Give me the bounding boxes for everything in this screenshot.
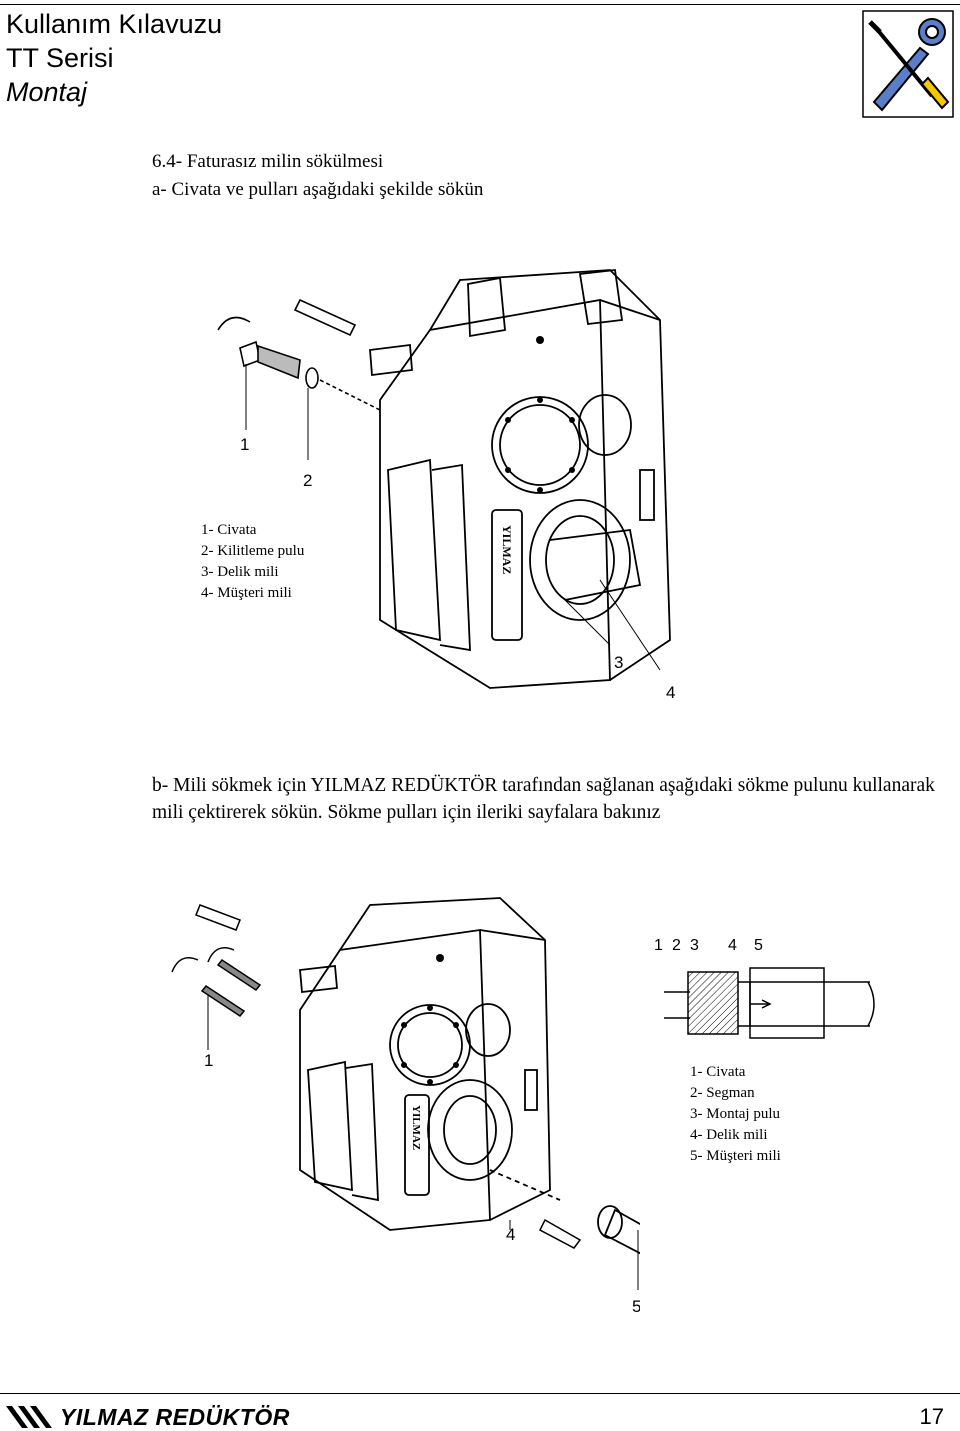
callout-2: 2 [672,937,681,954]
series-title: TT Serisi [6,43,114,73]
page-number: 17 [919,1404,944,1429]
figure1-legend: 1- Civata 2- Kilitleme pulu 3- Delik mil… [201,520,304,604]
brand-plate-label: YILMAZ [410,1105,422,1150]
legend2-item: 4- Delik mili [690,1127,768,1143]
footer-brand: YILMAZ REDÜKTÖR [60,1404,290,1430]
gearbox-bolt-removal-drawing: YILMAZ 1 2 3 4 [217,269,675,700]
legend2-item: 3- Montaj pulu [690,1106,780,1122]
legend1-item: 4- Müşteri mili [201,585,292,601]
legend2-item: 1- Civata [690,1064,746,1080]
tools-icon [862,10,954,118]
puller-section-detail-drawing: 1 2 3 4 5 [654,937,875,1039]
yilmaz-logo-icon [6,1406,52,1428]
section-heading: 6.4- Faturasız milin sökülmesi [152,151,384,172]
step-a-text: a- Civata ve pulları aşağıdaki şekilde s… [152,179,484,200]
manual-title: Kullanım Kılavuzu [6,9,223,39]
callout-4: 4 [506,1225,515,1244]
legend2-item: 5- Müşteri mili [690,1148,781,1164]
callout-3: 3 [614,653,623,672]
legend2-item: 2- Segman [690,1085,755,1101]
callout-2: 2 [303,471,312,490]
callout-1: 1 [654,937,663,954]
figure3-legend: 1- Civata 2- Segman 3- Montaj pulu 4- De… [690,1062,781,1167]
legend1-item: 3- Delik mili [201,564,279,580]
legend1-item: 2- Kilitleme pulu [201,543,305,559]
gearbox-shaft-extraction-drawing: YILMAZ 1 4 5 [171,897,640,1316]
brand-plate-label: YILMAZ [500,525,514,574]
callout-1: 1 [204,1051,213,1070]
header-top-rule [0,4,960,5]
legend1-item: 1- Civata [201,522,257,538]
callout-5: 5 [754,937,763,954]
callout-3: 3 [690,937,699,954]
callout-1: 1 [240,435,249,454]
callout-4: 4 [728,937,737,954]
callout-5: 5 [632,1297,640,1316]
section-title: Montaj [6,77,88,107]
callout-4: 4 [666,683,675,700]
footer-rule [0,1393,960,1394]
step-b-text: b- Mili sökmek için YILMAZ REDÜKTÖR tara… [152,775,935,823]
